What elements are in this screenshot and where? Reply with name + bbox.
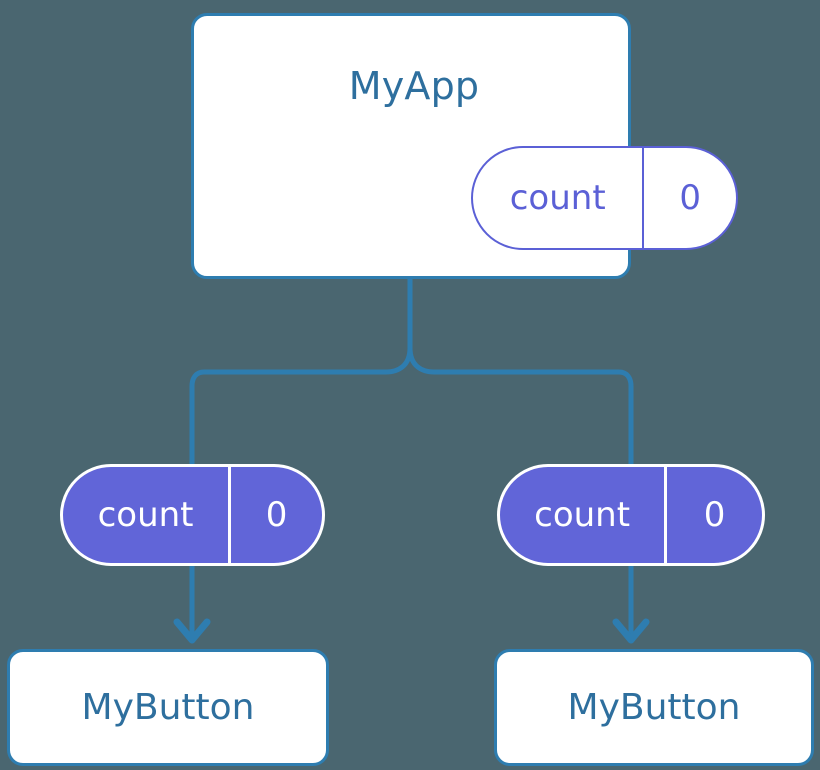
arrowhead-left-icon — [173, 618, 211, 644]
state-pill-child-left-count[interactable]: count 0 — [60, 464, 325, 566]
state-key-label: count — [473, 148, 645, 248]
arrowhead-right-icon — [612, 618, 650, 644]
component-node-mybutton-left[interactable]: MyButton — [7, 649, 329, 766]
state-value-label: 0 — [679, 178, 702, 218]
state-value-label: 0 — [703, 495, 726, 535]
edge-fork-right — [407, 347, 634, 464]
state-key-label: count — [63, 467, 232, 563]
component-title-mybutton: MyButton — [81, 686, 255, 728]
state-pill-child-right-count[interactable]: count 0 — [497, 464, 765, 566]
component-node-myapp[interactable]: MyApp count 0 — [191, 13, 738, 279]
state-pill-myapp-count[interactable]: count 0 — [471, 146, 738, 250]
component-title-myapp: MyApp — [348, 64, 480, 108]
state-value-label: 0 — [265, 495, 288, 535]
component-node-mybutton-right[interactable]: MyButton — [494, 649, 814, 766]
component-title-mybutton: MyButton — [567, 686, 741, 728]
edge-fork-left — [189, 347, 413, 464]
state-key-label: count — [500, 467, 668, 563]
